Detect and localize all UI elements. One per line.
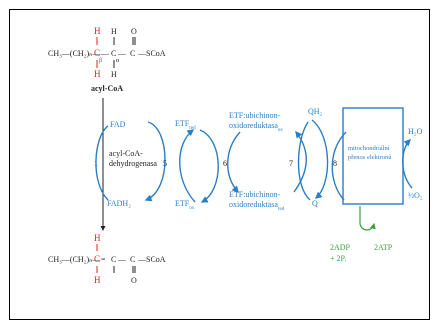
step-7-quinone-pool: 7 QH₂ Q (289, 107, 329, 208)
oxidoreductase-ox-line1: ETF:ubichinon- (229, 111, 280, 120)
enoyl-carbonyl-oxygen: O (131, 276, 137, 285)
enoyl-carbon-1: C (94, 254, 100, 264)
enoyl-carbon-2: C (111, 255, 116, 264)
oxidoreductase-left-arrow (227, 131, 241, 194)
atp-synthesis: 2ADP + 2Pᵢ 2ATP (330, 206, 393, 263)
q-label: Q (312, 199, 318, 208)
step-number-7: 7 (289, 159, 293, 168)
bond-dash: — (117, 255, 127, 264)
step-1-dehydrogenase: 1 acyl-CoA- dehydrogenasa FAD FADH₂ (94, 98, 166, 231)
qh2-label: QH₂ (308, 107, 323, 116)
etf-cycle-right-arrow (199, 129, 219, 203)
enoyl-alkyl-chain: CH₃—(CH₂)ₙ— (48, 255, 101, 264)
beta-h-top: H (94, 26, 101, 36)
carbonyl-carbon: C (130, 49, 135, 58)
double-bond: = (101, 255, 106, 264)
step-number-5: 5 (163, 159, 167, 168)
enzyme-name-line1: acyl-CoA- (109, 149, 143, 158)
beta-carbon: C (94, 48, 100, 58)
chain-entry-arrow (331, 131, 347, 201)
step-6-etf-ubiquinone-oxidoreductase: 6 ETF:ubichinon- oxidoreduktasaox ETF:ub… (223, 111, 307, 212)
etf-red-label: ETFred (175, 119, 196, 131)
water-label: H₂O (408, 127, 423, 136)
enoyl-h-bottom: H (94, 275, 101, 285)
fad-cycle-right-arrow (144, 121, 166, 202)
enoyl-carbon-3: C (130, 255, 135, 264)
oxidoreductase-red-line2: oxidoreduktasared (229, 200, 285, 212)
phosphate-label: + 2Pᵢ (330, 254, 347, 263)
carbonyl-oxygen: O (131, 27, 137, 36)
bond-dash: — (117, 49, 127, 58)
enoyl-h-top: H (94, 233, 101, 243)
beta-label: β (99, 58, 102, 64)
step-8-electron-transport: 8 mitochondriální přenos elektronů H₂O ½… (331, 107, 423, 205)
fad-label: FAD (110, 120, 126, 129)
fadh2-label: FADH₂ (107, 199, 131, 208)
atp-label: 2ATP (374, 243, 393, 252)
alpha-carbon: C (111, 49, 116, 58)
acyl-coa-label: acyl-CoA (91, 84, 123, 93)
beta-oxidation-diagram: H H O CH₃—(CH₂)ₙ— C — C — C —SCoA β α H … (48, 26, 423, 285)
step-number-6: 6 (223, 159, 227, 168)
bond-dash: — (100, 49, 110, 58)
image-frame: H H O CH₃—(CH₂)ₙ— C — C — C —SCoA β α H … (9, 9, 430, 320)
enoyl-scoa-group: —SCoA (137, 255, 166, 264)
oxygen-label: ½O₂ (408, 191, 423, 200)
step-5-etf: 5 ETFred ETFox (163, 119, 219, 211)
quinone-cycle-left-arrow (297, 121, 311, 201)
etf-ox-label: ETFox (175, 199, 195, 211)
alkyl-chain: CH₃—(CH₂)ₙ— (48, 49, 101, 58)
oxidoreductase-red-line1: ETF:ubichinon- (229, 190, 280, 199)
quinone-cycle-right-arrow (311, 119, 329, 199)
acyl-coa-structure: H H O CH₃—(CH₂)ₙ— C — C — C —SCoA β α H … (48, 26, 166, 93)
alpha-h-top: H (111, 27, 117, 36)
alpha-label: α (116, 58, 120, 64)
atp-arrow (359, 206, 376, 231)
beta-h-bottom: H (94, 69, 101, 79)
box-label-line1: mitochondriální (348, 145, 390, 152)
enoyl-coa-structure: H CH₃—(CH₂)ₙ— C = C — C —SCoA H O (48, 233, 166, 285)
oxidoreductase-right-arrow (293, 130, 307, 193)
alpha-h-bottom: H (111, 70, 117, 79)
box-label-line2: přenos elektronů (348, 154, 392, 161)
step-number-8: 8 (333, 159, 337, 168)
enzyme-name-line2: dehydrogenasa (109, 159, 157, 168)
fad-cycle-left-arrow (95, 125, 109, 201)
scoa-group: —SCoA (137, 49, 166, 58)
oxygen-to-water-arrow (402, 139, 413, 189)
etf-cycle-left-arrow (179, 129, 196, 203)
oxidoreductase-ox-line2: oxidoreduktasaox (229, 121, 283, 133)
adp-label: 2ADP (330, 243, 351, 252)
